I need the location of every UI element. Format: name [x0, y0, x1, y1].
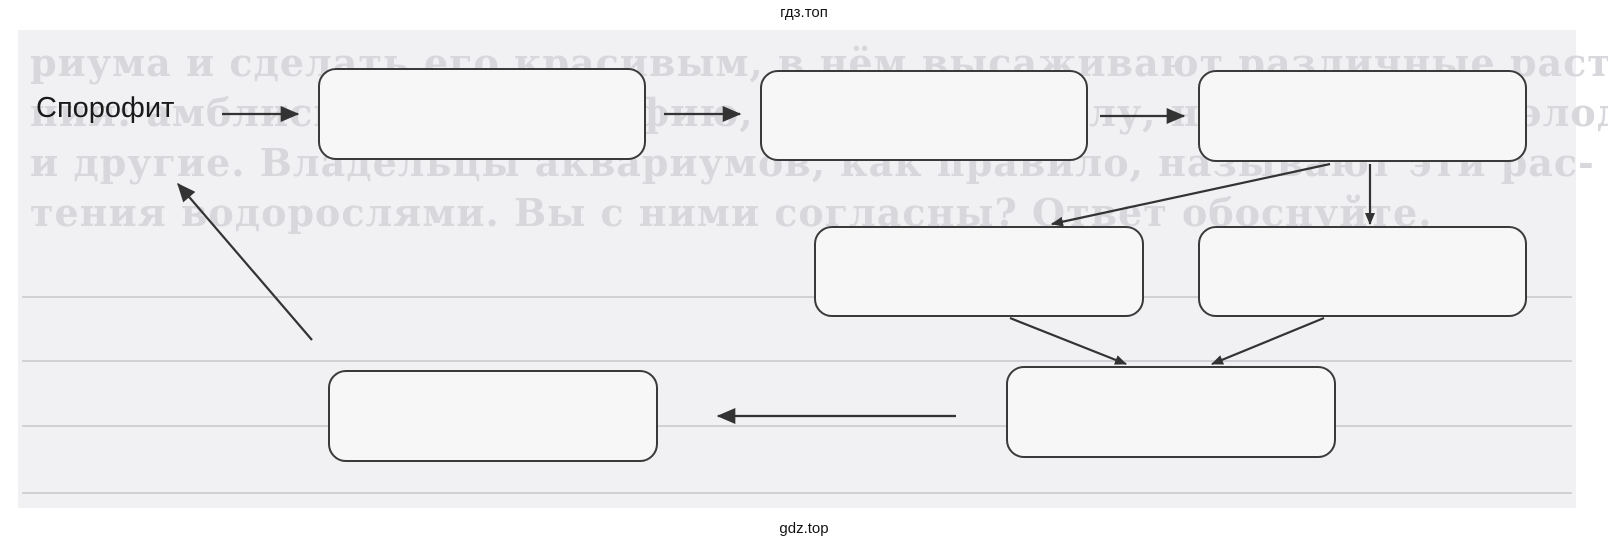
answer-line-3: [22, 425, 1572, 427]
sporophyte-label: Спорофит: [36, 92, 175, 124]
answer-line-4: [22, 492, 1572, 494]
arrow-box-4-to-box-6: [1009, 316, 1127, 366]
blank-box-3[interactable]: [1198, 70, 1527, 162]
background-text-line-4: тения водорослями. Вы с ними согласны? О…: [30, 190, 1433, 235]
arrow-box-3-to-box-4: [1051, 162, 1331, 227]
blank-box-5[interactable]: [1198, 226, 1527, 317]
blank-box-2[interactable]: [760, 70, 1088, 161]
answer-line-1: [22, 296, 1572, 298]
answer-line-2: [22, 360, 1572, 362]
watermark-top: гдз.топ: [780, 4, 828, 21]
blank-box-1[interactable]: [318, 68, 646, 160]
arrow-box-5-to-box-6: [1211, 316, 1325, 366]
blank-box-6[interactable]: [1006, 366, 1336, 458]
watermark-bottom: gdz.top: [779, 520, 829, 537]
blank-box-7[interactable]: [328, 370, 658, 462]
arrow-box-7-to-sporophyte: [177, 182, 313, 341]
blank-box-4[interactable]: [814, 226, 1144, 317]
